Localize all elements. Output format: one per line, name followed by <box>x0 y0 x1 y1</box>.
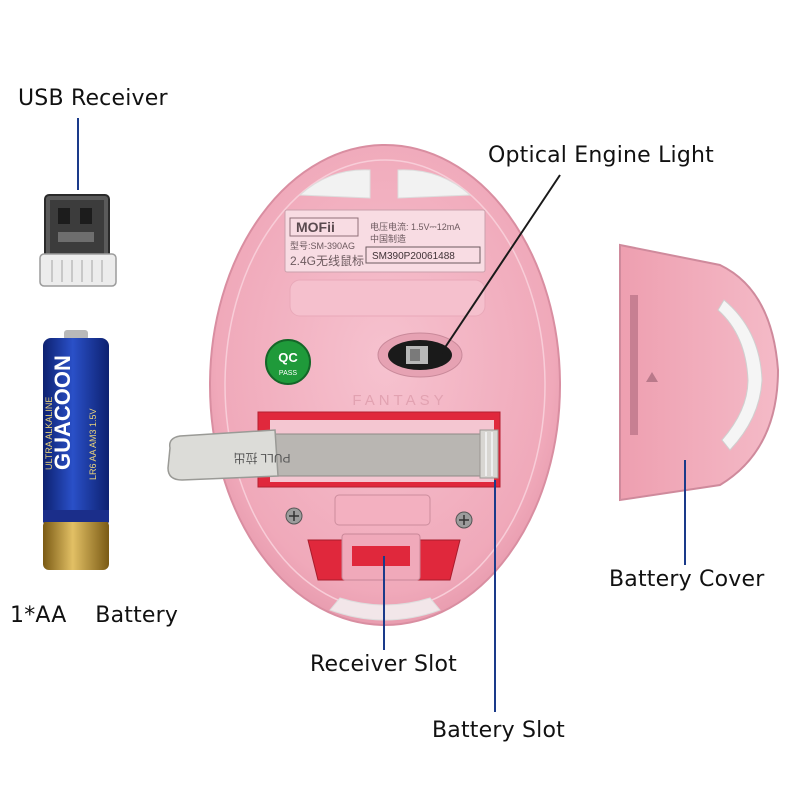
sticker-product: 2.4G无线鼠标 <box>290 254 364 268</box>
battery-cover <box>619 243 780 502</box>
receiver-slot <box>307 494 461 581</box>
sticker-voltage: 电压电流: 1.5V⎓12mA <box>370 221 460 232</box>
battery-brand-text: GUACOON <box>50 355 75 470</box>
battery-cover-label: Battery Cover <box>609 567 765 592</box>
screw-left <box>285 507 303 525</box>
embossed-fantasy-text: FANTASY <box>352 392 447 409</box>
sticker-model: 型号:SM-390AG <box>290 241 355 251</box>
usb-receiver <box>39 194 117 287</box>
sticker-serial: SM390P20061488 <box>372 251 455 262</box>
optical-sensor <box>377 332 463 378</box>
receiver-slot-label: Receiver Slot <box>310 652 457 677</box>
qc-badge-bottom: PASS <box>279 370 297 377</box>
sticker-origin: 中国制造 <box>370 233 406 244</box>
pull-tab: PULL 拉出 <box>167 429 291 481</box>
qc-badge-top: QC <box>278 350 298 365</box>
leader-lines <box>77 118 686 712</box>
qc-pass-badge: QC PASS <box>265 339 311 385</box>
battery-line2-text: ULTRA ALKALINE <box>44 397 54 470</box>
sticker-brand: MOFii <box>296 219 335 235</box>
usb-receiver-label: USB Receiver <box>18 86 168 111</box>
battery-label: 1*AA Battery <box>10 603 179 628</box>
battery-line1-text: LR6 AA AM3 1.5V <box>88 408 98 480</box>
battery-slot-label: Battery Slot <box>432 718 565 743</box>
pull-tab-text: PULL 拉出 <box>234 451 291 466</box>
aa-battery: GUACOON LR6 AA AM3 1.5V ULTRA ALKALINE <box>43 330 109 570</box>
optical-engine-light-label: Optical Engine Light <box>488 143 714 168</box>
mouse-underside: MOFii 型号:SM-390AG 2.4G无线鼠标 电压电流: 1.5V⎓12… <box>167 144 561 626</box>
battery-compartment <box>257 411 501 488</box>
mouse-label-sticker: MOFii 型号:SM-390AG 2.4G无线鼠标 电压电流: 1.5V⎓12… <box>284 209 486 273</box>
screw-right <box>455 511 473 529</box>
